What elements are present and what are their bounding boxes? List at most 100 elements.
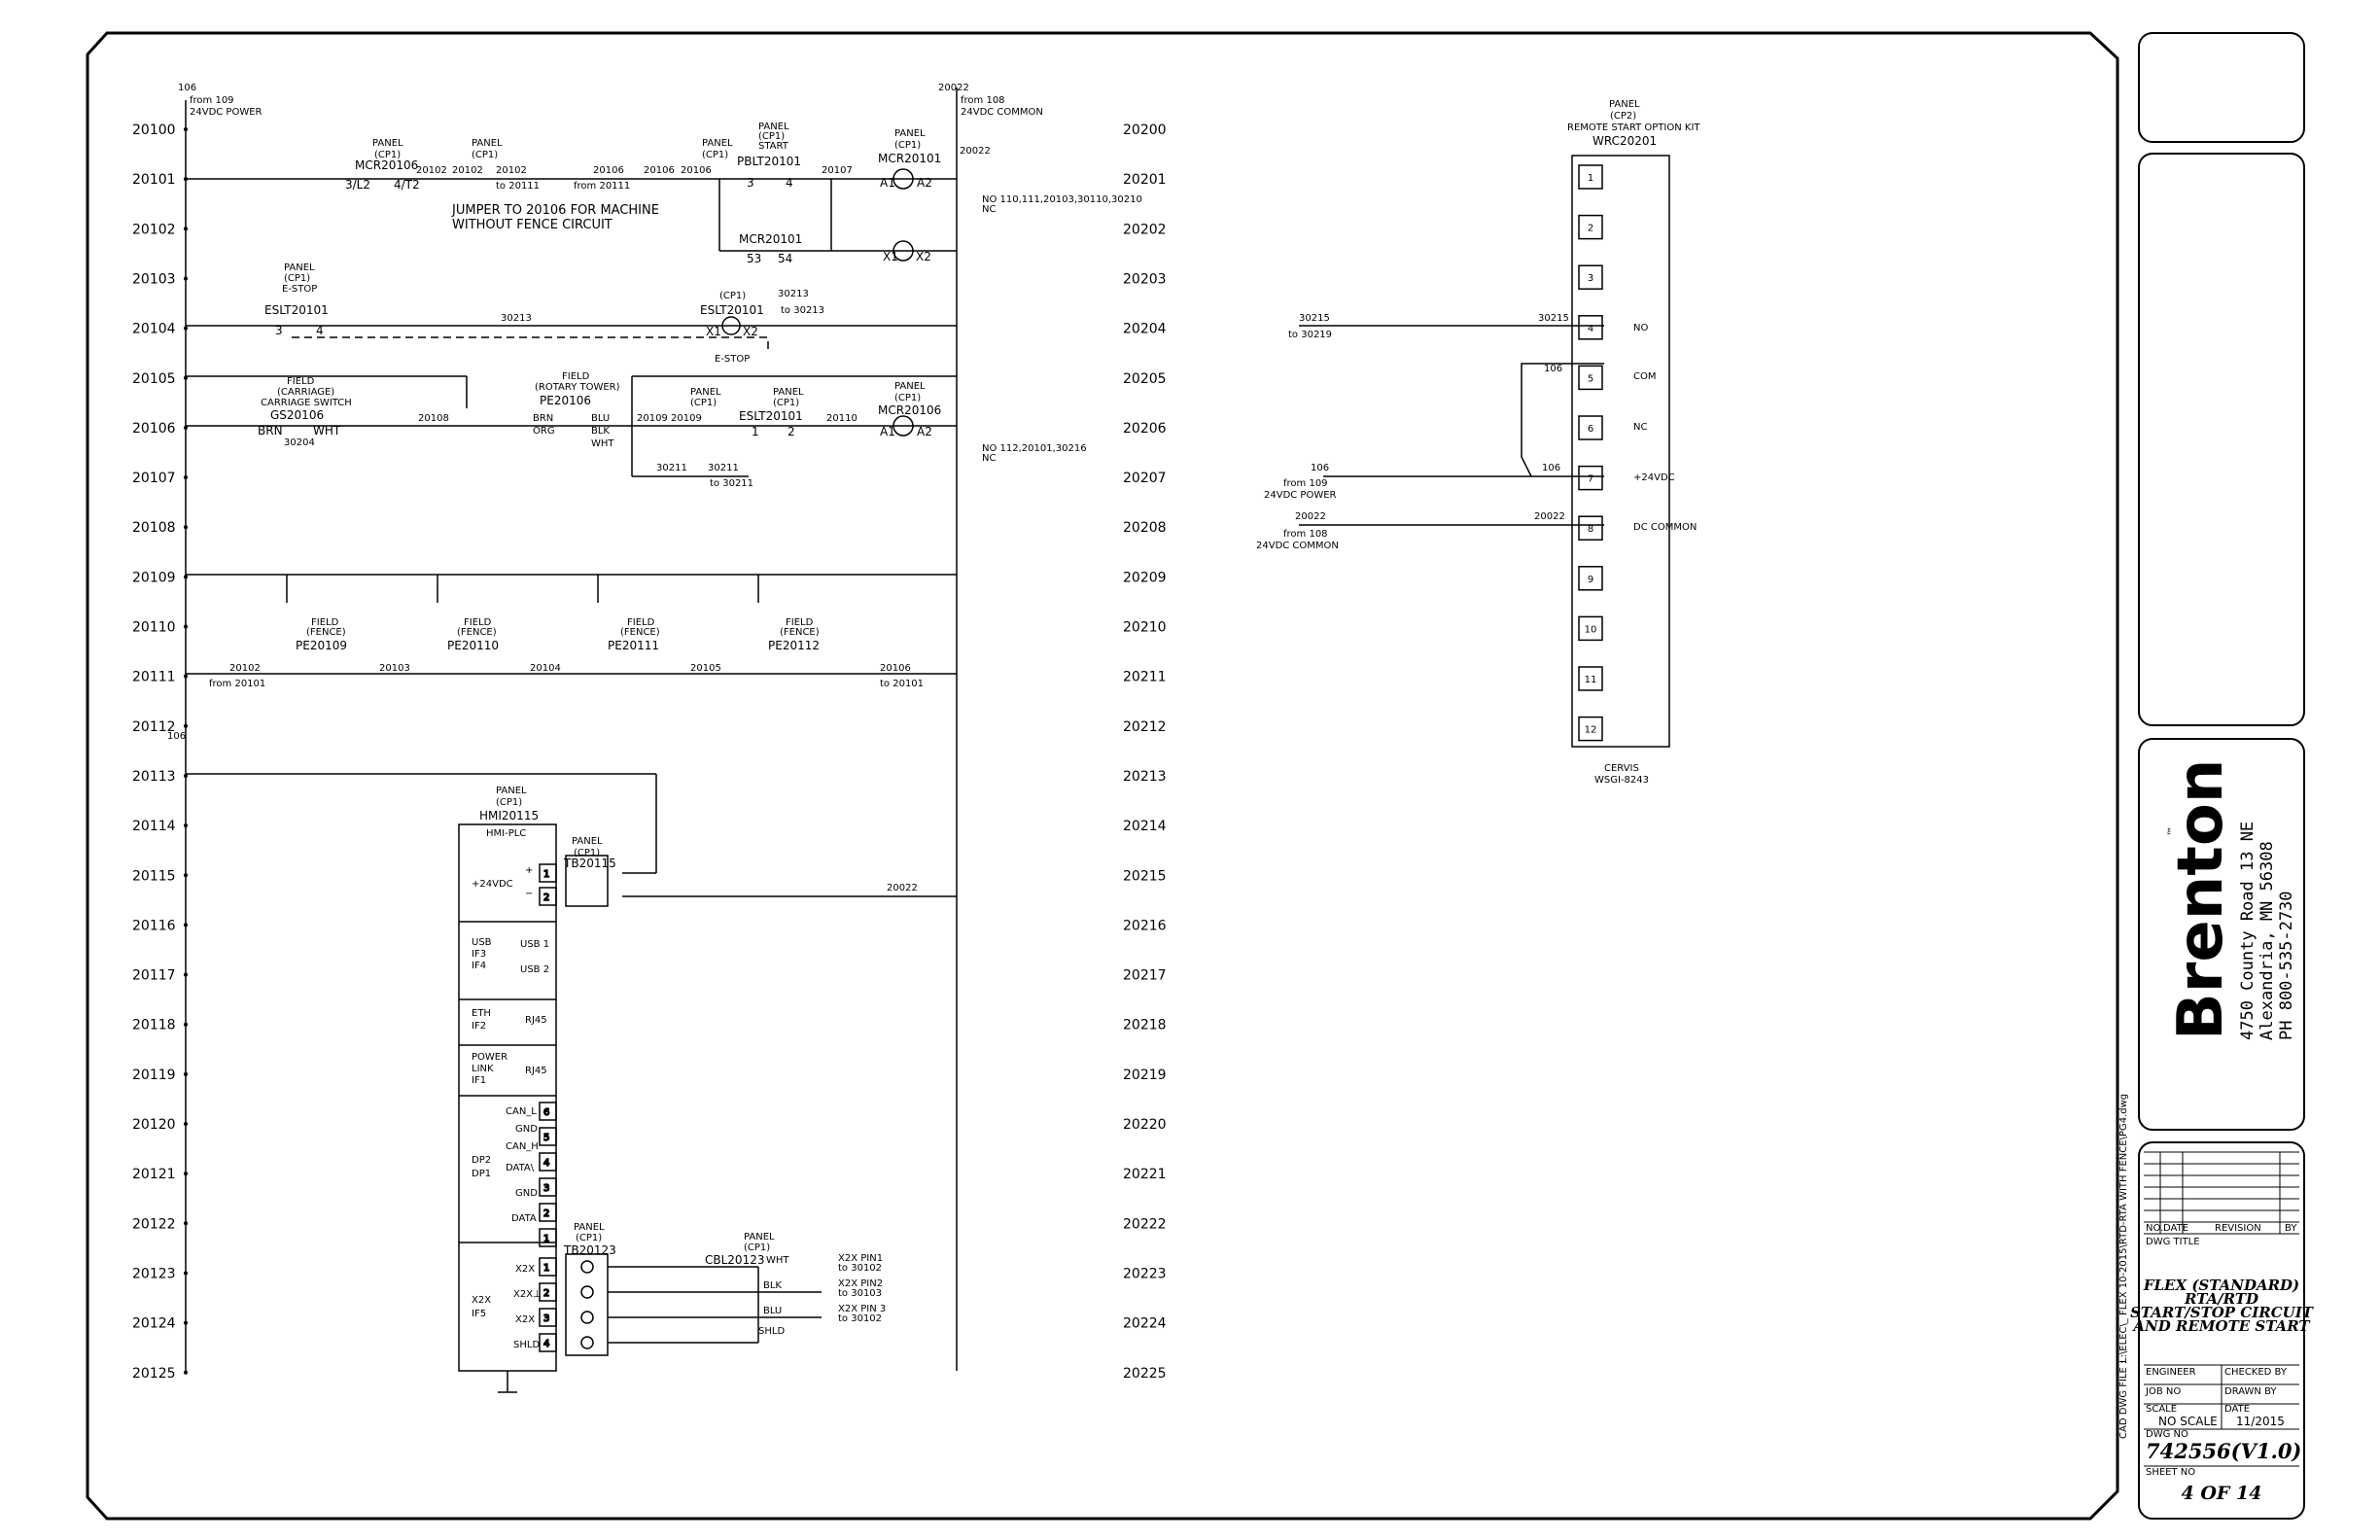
wire-20022: 20022 xyxy=(887,883,918,893)
common-24vdc-label: 24VDC COMMON xyxy=(961,107,1043,118)
remote-terminal-number: 8 xyxy=(1588,524,1593,535)
remote-terminal-box xyxy=(1578,716,1603,742)
rung-node xyxy=(184,1221,188,1226)
device-pe20112: PE20112 xyxy=(768,639,820,652)
wire-color-brn: BRN xyxy=(258,424,283,438)
wire-106: 106 xyxy=(1544,364,1562,374)
label-panel: PANEL xyxy=(773,387,804,398)
rung-node xyxy=(184,425,188,430)
hmi-port-x2x: X2X xyxy=(515,1264,535,1275)
hmi-port-eth: ETH xyxy=(472,1008,491,1019)
hmi-pin-number: 1 xyxy=(543,1263,549,1274)
label-panel: PANEL xyxy=(284,262,315,273)
wire-to-30219: to 30219 xyxy=(1288,330,1332,340)
rung-number-left: 20114 xyxy=(132,819,176,834)
label-panel: PANEL xyxy=(572,836,603,847)
wire-20106: 20106 xyxy=(880,663,911,674)
cable-pin2: X2X PIN2 xyxy=(838,1278,883,1289)
cable-pin3-to: to 30102 xyxy=(838,1313,882,1324)
label-field: FIELD xyxy=(562,371,590,382)
rung-number-right: 20222 xyxy=(1123,1216,1167,1232)
wire-to-20111: to 20111 xyxy=(496,181,540,192)
jumper-note-line2: WITHOUT FENCE CIRCUIT xyxy=(452,218,612,232)
rung-number-left: 20122 xyxy=(132,1216,176,1232)
job-no-label: JOB NO xyxy=(2145,1386,2181,1397)
cable-pin3: X2X PIN 3 xyxy=(838,1304,886,1314)
hmi-pin-number: 2 xyxy=(543,892,549,903)
wire-106: 106 xyxy=(1311,463,1329,473)
remote-terminal-number: 1 xyxy=(1588,173,1593,184)
terminal-screw xyxy=(580,1285,594,1299)
rung-number-left: 20104 xyxy=(132,322,176,337)
hmi-plc-module xyxy=(458,823,557,1372)
wire-24vdc-common: 24VDC COMMON xyxy=(1256,541,1339,551)
label-cp1: (CP1) xyxy=(758,131,785,142)
terminal-1: 1 xyxy=(752,425,759,438)
power-wire-106: 106 xyxy=(178,83,196,93)
wire-30211: 30211 xyxy=(708,463,739,473)
wire-color-blk: BLK xyxy=(591,426,610,437)
wire-20110: 20110 xyxy=(826,413,858,424)
remote-terminal-box xyxy=(1578,315,1603,340)
remote-terminal-box xyxy=(1578,566,1603,591)
title-block-logo-box xyxy=(2138,738,2305,1131)
wire-20109: 20109 xyxy=(671,413,702,424)
wire-to-30213: to 30213 xyxy=(781,305,824,316)
terminal-a1: A1 xyxy=(880,176,895,190)
terminal-nc-label: NC xyxy=(1633,422,1647,433)
device-mcr20106: MCR20106 xyxy=(878,403,941,417)
scale-value: NO SCALE xyxy=(2158,1415,2218,1428)
remote-terminal-number: 6 xyxy=(1588,424,1593,435)
rung-number-right: 20209 xyxy=(1123,570,1167,585)
rung-node xyxy=(184,873,188,878)
wire-to-30211: to 30211 xyxy=(710,478,753,489)
hmi-port-dp2: DP2 xyxy=(472,1155,491,1166)
terminal-x1: X1 xyxy=(883,250,898,263)
wire-from-20101: from 20101 xyxy=(209,679,265,689)
rung-number-left: 20106 xyxy=(132,421,176,437)
rung-number-right: 20217 xyxy=(1123,968,1167,984)
hmi-pin-box xyxy=(539,1152,557,1172)
label-panel: PANEL xyxy=(702,138,733,149)
rung-node xyxy=(184,972,188,977)
terminal-54: 54 xyxy=(778,252,792,265)
rung-node xyxy=(184,227,188,231)
wire-20107: 20107 xyxy=(822,165,853,176)
hmi-pin-box xyxy=(539,1177,557,1197)
hmi-port-rj45: RJ45 xyxy=(525,1015,547,1026)
common-wire-20022: 20022 xyxy=(938,83,969,93)
dwg-no-label: DWG NO xyxy=(2146,1429,2188,1440)
rev-no-header: NO. xyxy=(2146,1223,2163,1234)
label-field: FIELD xyxy=(627,617,655,628)
terminal-com-label: COM xyxy=(1633,371,1656,382)
wire-30215: 30215 xyxy=(1538,313,1569,324)
rung-number-right: 20214 xyxy=(1123,819,1167,834)
hmi-pin-number: 4 xyxy=(543,1339,549,1349)
rung-node xyxy=(184,674,188,679)
label-carriage-switch: CARRIAGE SWITCH xyxy=(261,398,352,408)
ladder-labels: 106 from 109 24VDC POWER 20022 from 108 … xyxy=(167,83,1142,1350)
rung-number-left: 20111 xyxy=(132,670,176,685)
label-field: FIELD xyxy=(464,617,492,628)
title-line-2: RTA/RTD xyxy=(2184,1290,2258,1308)
sheet-no-label: SHEET NO xyxy=(2146,1467,2195,1478)
rung-number-right: 20208 xyxy=(1123,520,1167,536)
terminal-4: 4 xyxy=(786,176,793,190)
remote-terminal-number: 5 xyxy=(1588,373,1593,384)
wire-20106: 20106 xyxy=(644,165,675,176)
rung-number-right: 20207 xyxy=(1123,471,1167,486)
label-remote-start-kit: REMOTE START OPTION KIT xyxy=(1567,122,1700,133)
terminal-screw xyxy=(580,1311,594,1324)
rung-number-left: 20116 xyxy=(132,918,176,933)
cable-pin1: X2X PIN1 xyxy=(838,1253,883,1264)
remote-terminal-box xyxy=(1578,264,1603,290)
remote-terminal-number: 12 xyxy=(1585,725,1597,736)
label-cp1: (CP1) xyxy=(690,398,717,408)
label-cp1: (CP1) xyxy=(744,1242,770,1253)
hmi-port-minus: − xyxy=(525,889,533,899)
hmi-port-x2x-gnd: X2X⊥ xyxy=(513,1289,542,1300)
remote-terminal-number: 7 xyxy=(1588,474,1593,485)
terminal-dc-common-label: DC COMMON xyxy=(1633,522,1697,533)
xref-no-1: NO 110,111,20103,30110,30210 xyxy=(982,194,1142,205)
